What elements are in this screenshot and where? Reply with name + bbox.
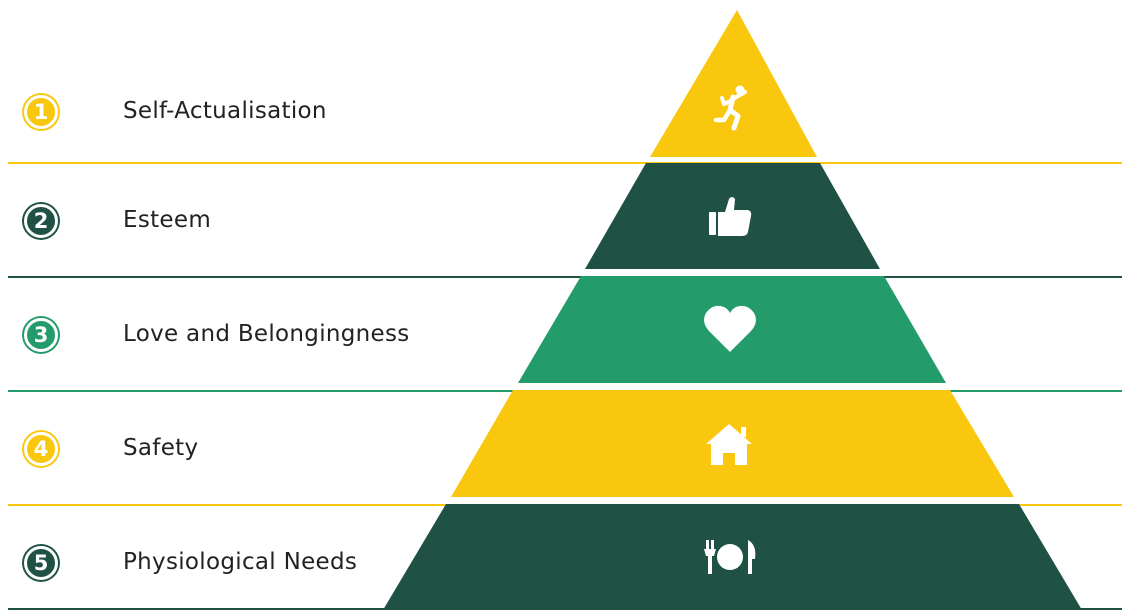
- climbing-person-icon: [713, 85, 747, 131]
- level-badge-4: 4: [22, 430, 60, 468]
- level-number-2: 2: [24, 204, 58, 238]
- heart-icon: [704, 305, 756, 352]
- level-badge-5: 5: [22, 544, 60, 582]
- fork-plate-knife-icon: [704, 540, 756, 574]
- level-badge-3: 3: [22, 316, 60, 354]
- level-badge-2: 2: [22, 202, 60, 240]
- level-number-5: 5: [24, 546, 58, 580]
- level-number-4: 4: [24, 432, 58, 466]
- level-number-3: 3: [24, 318, 58, 352]
- pyramid-tier-1: [650, 10, 817, 157]
- thumbs-up-icon: [709, 197, 752, 236]
- level-label-esteem: Esteem: [123, 207, 212, 233]
- level-label-self-actualisation: Self-Actualisation: [123, 98, 327, 124]
- level-number-1: 1: [24, 95, 58, 129]
- level-label-safety: Safety: [123, 435, 199, 461]
- level-label-physiological-needs: Physiological Needs: [123, 549, 358, 575]
- level-label-love-and-belongingness: Love and Belongingness: [123, 321, 410, 347]
- house-icon: [706, 424, 752, 465]
- level-badge-1: 1: [22, 93, 60, 131]
